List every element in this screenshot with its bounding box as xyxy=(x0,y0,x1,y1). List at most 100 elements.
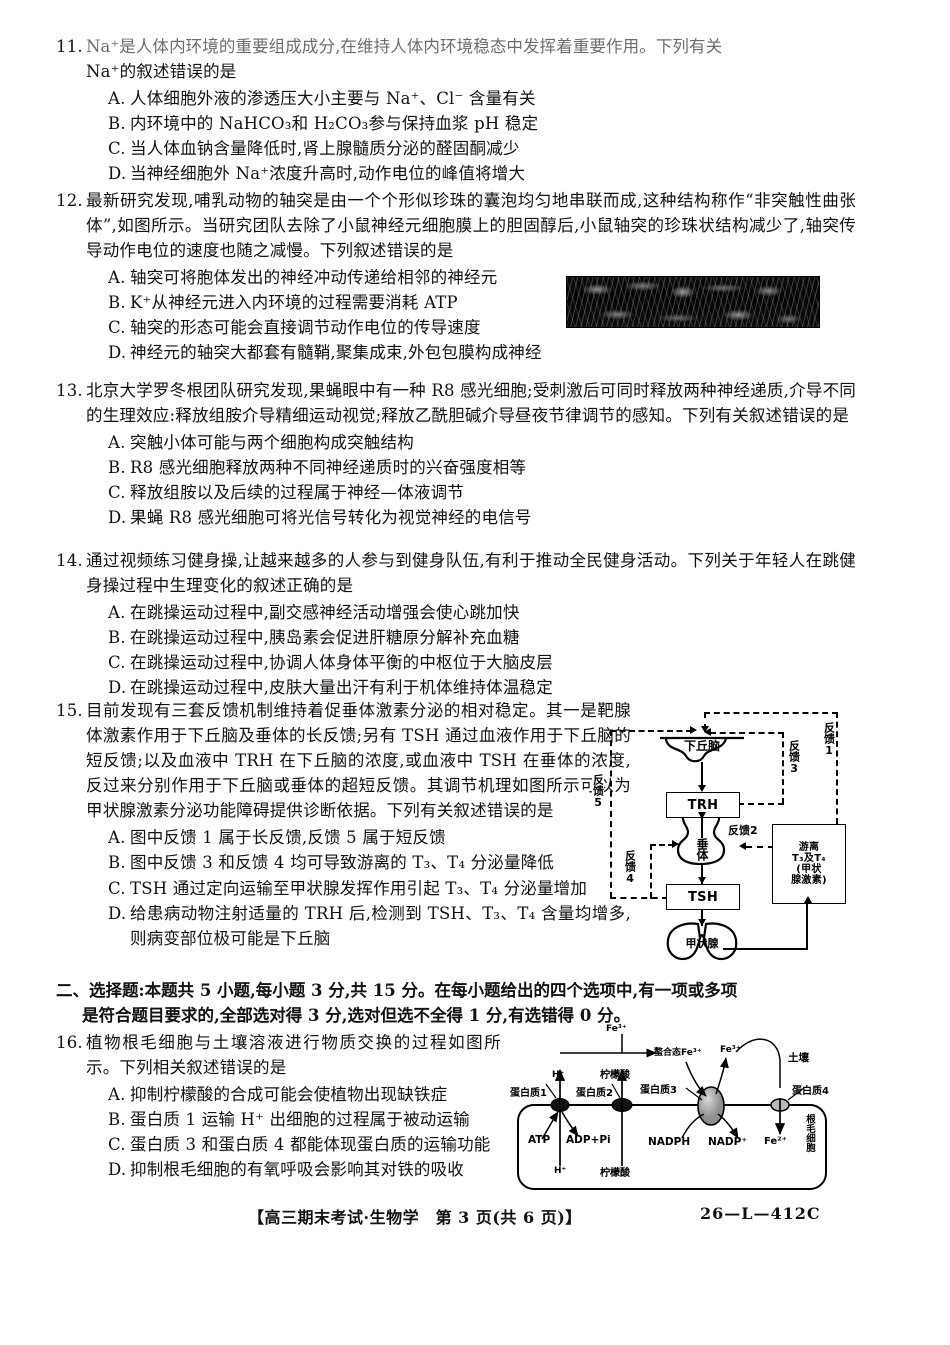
arrow-trh-pituitary-head xyxy=(697,812,706,819)
option-label: C. xyxy=(108,318,126,338)
page-footer: 【高三期末考试·生物学 第 3 页(共 6 页)】 26—L—412C xyxy=(0,1204,950,1232)
arrow-thyroid-hormone-v xyxy=(806,902,808,950)
option-label: D. xyxy=(108,903,127,923)
option-label: B. xyxy=(108,114,126,134)
pituitary-label: 垂体 xyxy=(676,832,728,866)
feedback1-vertical xyxy=(836,712,838,824)
question-15-option-a[interactable]: A. 图中反馈 1 属于长反馈,反馈 5 属于短反馈 xyxy=(108,825,631,850)
question-13-option-a[interactable]: A. 突触小体可能与两个细胞构成突触结构 xyxy=(108,430,856,455)
feedback4-label: 反馈4 xyxy=(623,850,637,885)
question-11-body: Na⁺是人体内环境的重要组成成分,在维持人体内环境稳态中发挥着重要作用。下列有关… xyxy=(56,34,856,186)
question-16-stem: 植物根毛细胞与土壤溶液进行物质交换的过程如图所示。下列相关叙述错误的是 xyxy=(86,1033,501,1078)
question-12-body: 最新研究发现,哺乳动物的轴突是由一个个形似珍珠的囊泡均匀地串联而成,这种结构称作… xyxy=(56,188,856,366)
free-thyroid-hormone-box: 游离 T₃及T₄ (甲状 腺激素) xyxy=(772,824,846,904)
cell-label-char-3: 细 xyxy=(803,1133,815,1143)
feedback3-label: 反馈3 xyxy=(787,740,801,775)
question-15: 15. 目前发现有三套反馈机制维持着促垂体激素分泌的相对稳定。其一是靶腺体激素作… xyxy=(56,698,856,951)
question-16-option-b[interactable]: B. 蛋白质 1 运输 H⁺ 出细胞的过程属于被动运输 xyxy=(108,1107,631,1132)
question-15-stem: 目前发现有三套反馈机制维持着促垂体激素分泌的相对稳定。其一是靶腺体激素作用于下丘… xyxy=(86,701,631,821)
question-12-option-b[interactable]: B. K⁺从神经元进入内环境的过程需要消耗 ATP xyxy=(108,290,608,315)
question-12-number: 12. xyxy=(56,191,83,210)
thyroid-feedback-diagram: 下丘脑 TRH 垂体 TSH 甲状腺 游离 T₃及T₄ (甲状 腺激素) xyxy=(592,712,854,968)
option-label: D. xyxy=(108,1160,127,1180)
option-label: A. xyxy=(108,828,126,848)
question-12-option-a[interactable]: A. 轴突可将胞体发出的神经冲动传递给相邻的神经元 xyxy=(108,265,608,290)
nadph-label: NADPH xyxy=(648,1136,691,1148)
hypothalamus-label: 下丘脑 xyxy=(683,738,720,753)
protein-4-label: 蛋白质4 xyxy=(792,1086,829,1097)
question-13-options: A. 突触小体可能与两个细胞构成突触结构 B. R8 感光细胞释放两种不同神经递… xyxy=(86,430,856,530)
option-text: 图中反馈 1 属于长反馈,反馈 5 属于短反馈 xyxy=(130,828,446,848)
question-11-option-a[interactable]: A. 人体细胞外液的渗透压大小主要与 Na⁺、Cl⁻ 含量有关 xyxy=(108,86,856,111)
arrow-thyroid-hormone-h xyxy=(723,948,808,950)
question-14-option-c[interactable]: C. 在跳操运动过程中,协调人体身体平衡的中枢位于大脑皮层 xyxy=(108,650,856,675)
question-14-option-a[interactable]: A. 在跳操运动过程中,副交感神经活动增强会使心跳加快 xyxy=(108,600,856,625)
feedback2-arrowhead xyxy=(739,841,746,850)
question-12-option-d[interactable]: D. 神经元的轴突大都套有髓鞘,聚集成束,外包包膜构成神经 xyxy=(108,340,608,365)
option-text: 当人体血钠含量降低时,肾上腺髓质分泌的醛固酮减少 xyxy=(130,139,520,159)
question-16-option-a[interactable]: A. 抑制柠檬酸的合成可能会使植物出现缺铁症 xyxy=(108,1082,631,1107)
question-15-body: 目前发现有三套反馈机制维持着促垂体激素分泌的相对稳定。其一是靶腺体激素作用于下丘… xyxy=(56,698,631,951)
feedback1-label: 反馈1 xyxy=(822,722,836,757)
option-label: B. xyxy=(108,853,126,873)
option-label: C. xyxy=(108,139,126,159)
question-15-option-c[interactable]: C. TSH 通过定向运输至甲状腺发挥作用引起 T₃、T₄ 分泌量增加 xyxy=(108,876,631,901)
question-12: 12. 最新研究发现,哺乳动物的轴突是由一个个形似珍珠的囊泡均匀地串联而成,这种… xyxy=(56,188,856,366)
question-13-option-c[interactable]: C. 释放组胺以及后续的过程属于神经—体液调节 xyxy=(108,480,856,505)
question-16-option-c[interactable]: C. 蛋白质 3 和蛋白质 4 都能体现蛋白质的运输功能 xyxy=(108,1132,631,1157)
option-text: 内环境中的 NaHCO₃和 H₂CO₃参与保持血浆 pH 稳定 xyxy=(130,114,539,134)
option-text: 神经元的轴突大都套有髓鞘,聚集成束,外包包膜构成神经 xyxy=(130,343,542,363)
question-11-stem-line1: Na⁺是人体内环境的重要组成成分,在维持人体内环境稳态中发挥着重要作用。下列有关 xyxy=(86,37,723,56)
option-text: 在跳操运动过程中,协调人体身体平衡的中枢位于大脑皮层 xyxy=(130,653,553,673)
question-11-option-d[interactable]: D. 当神经细胞外 Na⁺浓度升高时,动作电位的峰值将增大 xyxy=(108,161,856,186)
feedback5-horizontal-lower xyxy=(610,897,668,899)
question-15-option-d[interactable]: D. 给患病动物注射适量的 TRH 后,检测到 TSH、T₃、T₄ 含量均增多,… xyxy=(108,901,631,951)
question-12-option-c[interactable]: C. 轴突的形态可能会直接调节动作电位的传导速度 xyxy=(108,315,608,340)
option-label: A. xyxy=(108,433,126,453)
feedback4-arrowhead xyxy=(672,839,679,848)
question-14: 14. 通过视频练习健身操,让越来越多的人参与到健身队伍,有利于推动全民健身活动… xyxy=(56,548,856,700)
question-13-option-d[interactable]: D. 果蝇 R8 感光细胞可将光信号转化为视觉神经的电信号 xyxy=(108,505,856,530)
question-12-options: A. 轴突可将胞体发出的神经冲动传递给相邻的神经元 B. K⁺从神经元进入内环境… xyxy=(86,265,608,365)
option-label: B. xyxy=(108,628,126,648)
citrate-inside-label: 柠檬酸 xyxy=(600,1168,630,1179)
thyroid-shape xyxy=(666,922,738,961)
option-text: 释放组胺以及后续的过程属于神经—体液调节 xyxy=(130,483,464,503)
arrow-tsh-thyroid-head xyxy=(697,919,706,926)
option-label: A. xyxy=(108,89,126,109)
option-text: 蛋白质 3 和蛋白质 4 都能体现蛋白质的运输功能 xyxy=(130,1135,491,1155)
option-text: 人体细胞外液的渗透压大小主要与 Na⁺、Cl⁻ 含量有关 xyxy=(130,89,536,109)
question-15-option-b[interactable]: B. 图中反馈 3 和反馈 4 均可导致游离的 T₃、T₄ 分泌量降低 xyxy=(108,850,631,875)
protein-2-label: 蛋白质2 xyxy=(576,1088,613,1099)
arrow-thyroid-hormone-head xyxy=(803,896,812,903)
question-12-stem: 最新研究发现,哺乳动物的轴突是由一个个形似珍珠的囊泡均匀地串联而成,这种结构称作… xyxy=(86,191,856,261)
question-14-option-b[interactable]: B. 在跳操运动过程中,胰岛素会促进肝糖原分解补充血糖 xyxy=(108,625,856,650)
fe3-right-label: Fe³⁺ xyxy=(720,1045,741,1055)
question-16-option-d[interactable]: D. 抑制根毛细胞的有氧呼吸会影响其对铁的吸收 xyxy=(108,1157,631,1182)
question-11-number: 11. xyxy=(56,37,83,56)
section-2-line-2: 是符合题目要求的,全部选对得 3 分,选对但选不全得 1 分,有选错得 0 分。 xyxy=(82,1006,631,1026)
protein-1-label: 蛋白质1 xyxy=(510,1088,547,1099)
question-11-option-c[interactable]: C. 当人体血钠含量降低时,肾上腺髓质分泌的醛固酮减少 xyxy=(108,136,856,161)
question-14-option-d[interactable]: D. 在跳操运动过程中,皮肤大量出汗有利于机体维持体温稳定 xyxy=(108,675,856,700)
nadp-plus-label: NADP⁺ xyxy=(708,1136,747,1148)
atp-label: ATP xyxy=(528,1134,551,1146)
feedback3-horizontal-upper xyxy=(710,732,784,734)
question-13-option-b[interactable]: B. R8 感光细胞释放两种不同神经递质时的兴奋强度相等 xyxy=(108,455,856,480)
question-11-option-b[interactable]: B. 内环境中的 NaHCO₃和 H₂CO₃参与保持血浆 pH 稳定 xyxy=(108,111,856,136)
trh-box: TRH xyxy=(666,792,740,818)
question-15-number: 15. xyxy=(56,701,83,720)
thyroid-label: 甲状腺 xyxy=(685,937,719,950)
option-label: D. xyxy=(108,678,127,698)
option-label: A. xyxy=(108,1085,126,1105)
option-label: C. xyxy=(108,483,126,503)
option-text: 轴突的形态可能会直接调节动作电位的传导速度 xyxy=(130,318,481,338)
pituitary-label-text: 垂体 xyxy=(695,838,709,860)
option-label: B. xyxy=(108,458,126,478)
section-2-line-1: 二、选择题:本题共 5 小题,每小题 3 分,共 15 分。在每小题给出的四个选… xyxy=(56,981,738,1000)
protein-3-label: 蛋白质3 xyxy=(640,1085,677,1096)
question-11-stem-line2: Na⁺的叙述错误的是 xyxy=(86,62,237,82)
question-13: 13. 北京大学罗冬根团队研究发现,果蝇眼中有一种 R8 感光细胞;受刺激后可同… xyxy=(56,378,856,530)
question-14-number: 14. xyxy=(56,551,83,570)
